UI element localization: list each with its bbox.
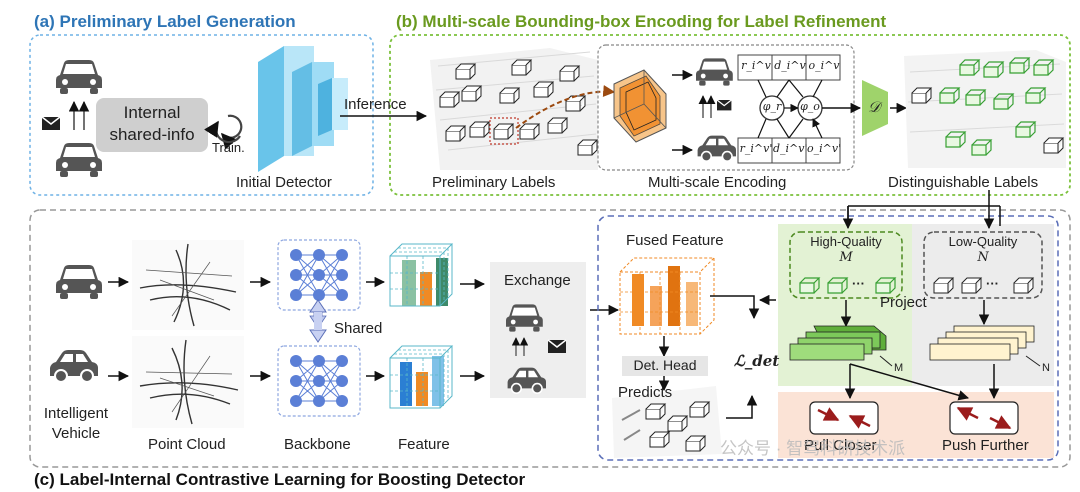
car-icon-bottom — [56, 143, 102, 177]
panel-b-title: (b) Multi-scale Bounding-box Encoding fo… — [396, 12, 887, 31]
train-label: Train. — [212, 140, 245, 155]
panel-a-frame — [29, 34, 374, 196]
contrastive-frame — [597, 215, 1059, 461]
high-quality-count: M — [839, 250, 853, 265]
watermark: 公众号 · 智驾科研技术派 — [720, 439, 906, 458]
r-top-cell: r_i^v — [741, 59, 771, 72]
point-cloud-label: Point Cloud — [148, 436, 226, 453]
point-cloud-top — [132, 240, 244, 330]
decoder-symbol: 𝒟 — [868, 98, 880, 116]
zoom-arrow — [515, 85, 616, 129]
ego-car-icon — [696, 58, 733, 86]
multi-scale-encoding-label: Multi-scale Encoding — [648, 174, 787, 191]
push-arrow-out-right — [989, 415, 1012, 430]
predicts-label: Predicts — [618, 384, 673, 401]
train-cycle-icon — [220, 114, 243, 150]
shared-label: Shared — [334, 320, 383, 337]
distinguishable-labels-image — [904, 50, 1066, 168]
other-car-icon — [696, 134, 737, 162]
inference-label: Inference — [344, 96, 407, 113]
pull-arrow-in-right — [848, 414, 871, 429]
initial-detector-icon — [258, 46, 348, 172]
intelligent-vehicle-car-top — [56, 265, 102, 299]
stack-n-label: N — [1042, 362, 1050, 374]
feature-label: Feature — [398, 436, 450, 453]
message-envelope-icon-b — [716, 99, 732, 112]
low-quality-label: Low-Quality — [948, 234, 1018, 249]
exchange-label: Exchange — [504, 272, 571, 289]
preliminary-labels-image — [430, 48, 598, 170]
feature-cube-top — [389, 243, 453, 307]
push-further-box — [949, 401, 1019, 435]
fused-feature-cube — [619, 257, 716, 335]
push-arrow-out-left — [956, 406, 979, 421]
panel-b-frame — [389, 34, 1071, 196]
high-quality-group — [789, 231, 903, 299]
high-quality-ellipsis: ··· — [852, 276, 865, 291]
decoder-block — [862, 80, 888, 136]
high-quality-label: High-Quality — [810, 234, 882, 249]
panel-c-title: (c) Label-Internal Contrastive Learning … — [34, 470, 526, 489]
bounding-box-cluster-icon — [613, 69, 667, 143]
panel-a-title: (a) Preliminary Label Generation — [34, 12, 296, 31]
preliminary-labels-label: Preliminary Labels — [432, 174, 556, 191]
low-quality-ellipsis: ··· — [986, 276, 999, 291]
pull-closer-box — [809, 401, 879, 435]
pull-arrow-in-left — [817, 407, 840, 422]
project-label: Project — [880, 294, 927, 311]
d-top-cell: d_i^v — [774, 59, 806, 72]
o-bottom-cell: o_i^v' — [807, 142, 842, 155]
shared-info-box — [96, 98, 208, 152]
low-quality-count: N — [977, 250, 989, 265]
r-bottom-cell: r_i^v' — [739, 142, 773, 155]
intelligent-vehicle-car-bottom — [49, 349, 99, 383]
feature-row-top — [737, 54, 841, 81]
feature-cube-bottom — [389, 345, 453, 409]
intelligent-vehicle-label: Intelligent Vehicle — [43, 405, 109, 442]
stack-m-label: M — [894, 362, 904, 374]
predicts-image — [612, 386, 722, 458]
backbone-label: Backbone — [284, 436, 351, 453]
low-quality-group — [923, 231, 1043, 299]
fused-feature-label: Fused Feature — [626, 232, 724, 249]
d-bottom-cell: d_i^v' — [773, 142, 808, 155]
push-further-label: Push Further — [942, 437, 1029, 454]
panel-c-frame — [29, 209, 1071, 468]
low-quality-embedding-stack — [929, 325, 1041, 367]
distinguishable-labels-label: Distinguishable Labels — [888, 174, 1039, 191]
message-envelope-icon — [41, 116, 61, 131]
exchange-envelope-icon — [547, 339, 567, 354]
phi-o-label: φ_o — [800, 100, 820, 113]
point-cloud-bottom — [132, 336, 244, 428]
det-head-label: Det. Head — [633, 357, 697, 373]
o-top-cell: o_i^v — [808, 59, 840, 72]
det-loss-label: ℒ_det — [734, 352, 780, 370]
initial-detector-label: Initial Detector — [236, 174, 332, 191]
phi-r-label: φ_r — [762, 100, 782, 113]
high-quality-embedding-stack — [789, 325, 893, 367]
shared-info-label: Internal shared-info — [109, 103, 195, 144]
pull-closer-label: Pull Closer — [804, 437, 877, 454]
car-icon-top — [56, 60, 102, 94]
det-head-box — [622, 356, 708, 376]
